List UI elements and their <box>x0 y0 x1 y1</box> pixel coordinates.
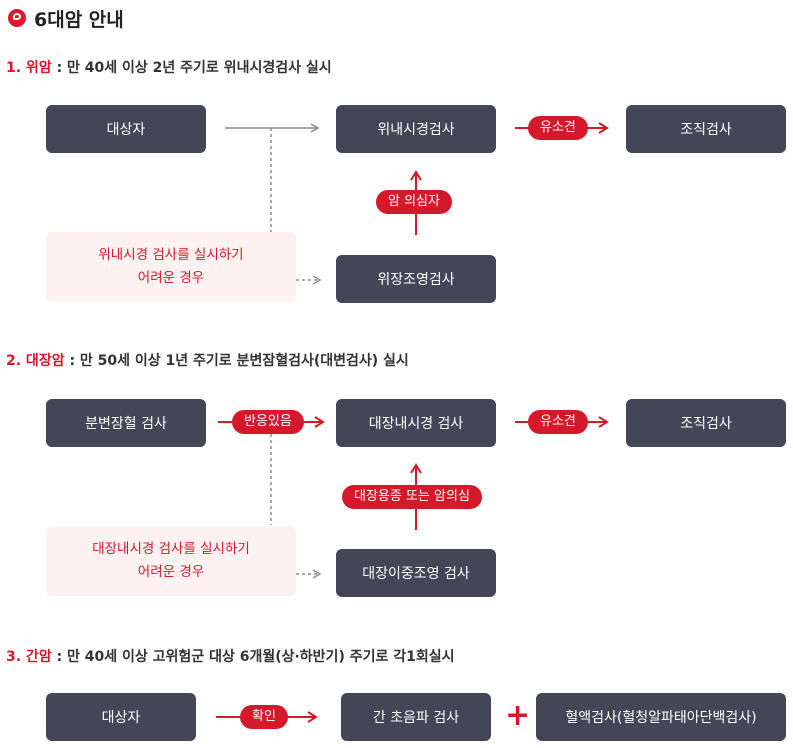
pill-positive-reaction: 반응있음 <box>232 410 304 434</box>
step-double-contrast-barium: 대장이중조영 검사 <box>336 549 496 597</box>
section-number: 2. 대장암 <box>6 353 65 369</box>
pill-findings: 유소견 <box>528 116 588 140</box>
section-heading-liver: 3. 간암 : 만 40세 이상 고위험군 대상 6개월(상·하반기) 주기로 … <box>6 646 455 666</box>
pill-polyp-or-cancer-suspect: 대장용종 또는 암의심 <box>342 485 482 509</box>
note-line: 대장내시경 검사를 실시하기 <box>92 541 250 557</box>
page-title-text: 6대암 안내 <box>34 8 124 31</box>
speech-bubble-icon <box>8 9 26 27</box>
note-line: 어려운 경우 <box>137 564 205 580</box>
step-colonoscopy: 대장내시경 검사 <box>336 399 496 447</box>
section-heading-stomach: 1. 위암 : 만 40세 이상 2년 주기로 위내시경검사 실시 <box>6 57 332 77</box>
step-liver-ultrasound: 간 초음파 검사 <box>341 693 491 741</box>
step-blood-test-afp: 혈액검사(혈청알파태아단백검사) <box>536 693 786 741</box>
pill-confirm: 확인 <box>240 705 288 729</box>
pill-findings: 유소견 <box>528 410 588 434</box>
section-description: : 만 40세 이상 고위험군 대상 6개월(상·하반기) 주기로 각1회실시 <box>51 649 455 665</box>
section-number: 1. 위암 <box>6 60 52 76</box>
pill-cancer-suspect: 암 의심자 <box>376 190 452 214</box>
section-description: : 만 50세 이상 1년 주기로 분변잠혈검사(대변검사) 실시 <box>64 353 409 369</box>
section-heading-colon: 2. 대장암 : 만 50세 이상 1년 주기로 분변잠혈검사(대변검사) 실시 <box>6 350 409 370</box>
step-gastroscopy: 위내시경검사 <box>336 105 496 153</box>
step-target-person: 대상자 <box>46 693 196 741</box>
note-line: 어려운 경우 <box>137 270 205 286</box>
step-biopsy: 조직검사 <box>626 399 786 447</box>
step-fecal-occult-blood-test: 분변잠혈 검사 <box>46 399 206 447</box>
note-difficult-case: 대장내시경 검사를 실시하기 어려운 경우 <box>46 526 296 596</box>
page-title: 6대암 안내 <box>8 4 124 32</box>
note-line: 위내시경 검사를 실시하기 <box>98 247 244 263</box>
note-difficult-case: 위내시경 검사를 실시하기 어려운 경우 <box>46 232 296 302</box>
step-target-person: 대상자 <box>46 105 206 153</box>
step-biopsy: 조직검사 <box>626 105 786 153</box>
section-number: 3. 간암 <box>6 649 52 665</box>
step-upper-gi-series: 위장조영검사 <box>336 255 496 303</box>
plus-icon: + <box>505 698 531 733</box>
section-description: : 만 40세 이상 2년 주기로 위내시경검사 실시 <box>51 60 332 76</box>
